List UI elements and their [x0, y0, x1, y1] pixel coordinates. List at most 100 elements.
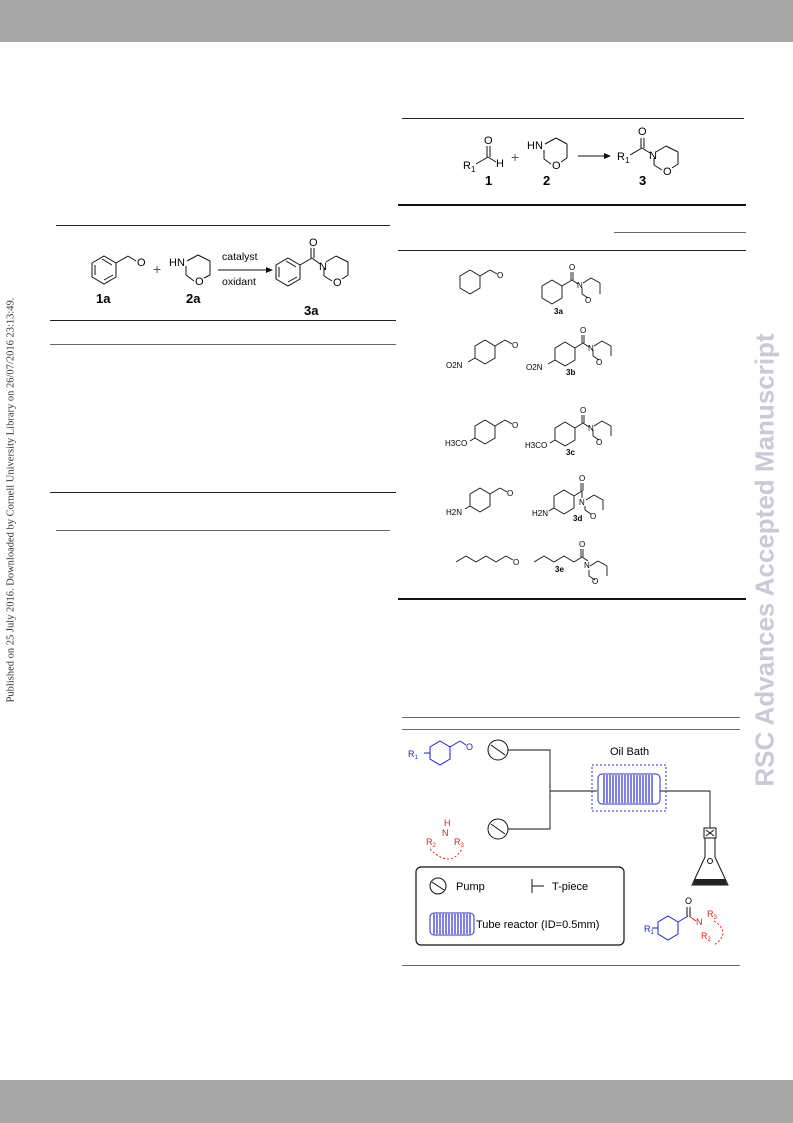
svg-text:N: N — [696, 917, 703, 927]
svg-text:O: O — [579, 540, 585, 549]
header-bar — [0, 0, 793, 42]
amino-group: H2N — [446, 508, 462, 517]
product-3d-label: 3d — [573, 514, 582, 523]
morpholine-structure — [185, 254, 211, 282]
morpholine-ring-oxygen: O — [333, 277, 342, 289]
morpholine-oxygen: O — [195, 276, 204, 288]
compound-1a-label: 1a — [96, 291, 111, 306]
flow-scheme: R1 O H N R2 R3 Oil Bath Pump T-piece T — [408, 739, 729, 946]
plus-sign: + — [511, 149, 519, 165]
legend-pump: Pump — [456, 881, 485, 893]
r2-label: R2 — [426, 837, 437, 849]
svg-text:O: O — [497, 271, 503, 280]
compound-3a-label: 3a — [304, 303, 319, 318]
collection-flask-icon — [691, 827, 729, 886]
svg-text:O: O — [512, 421, 518, 430]
svg-text:O2N: O2N — [526, 363, 543, 372]
flow-bottom-rule — [402, 965, 740, 966]
svg-text:N: N — [442, 828, 449, 838]
pump-icon — [487, 739, 509, 840]
r1-group: R1 — [463, 160, 476, 174]
svg-text:N: N — [588, 344, 594, 353]
substrate-table: O O N O 3a O O2N O2N O N O 3b O H3CO H3C… — [445, 263, 612, 586]
aldehyde-oxygen: O — [137, 257, 146, 269]
methoxy-group: H3CO — [445, 439, 467, 448]
svg-text:N: N — [579, 498, 585, 507]
compound-1-label: 1 — [485, 173, 492, 188]
aldehyde-hydrogen: H — [496, 158, 504, 170]
legend-tube-reactor: Tube reactor (ID=0.5mm) — [476, 919, 599, 931]
oil-bath-label: Oil Bath — [610, 746, 649, 758]
table2-bottom-rule — [398, 598, 746, 600]
svg-text:O: O — [590, 512, 596, 521]
flow-top-rule-2 — [402, 729, 740, 730]
benzaldehyde-structure — [91, 255, 137, 285]
accepted-manuscript-watermark: RSC Advances Accepted Manuscript — [749, 333, 780, 787]
table2-top-rule — [402, 118, 744, 119]
product-oxygen: O — [638, 126, 647, 138]
product-3e-label: 3e — [555, 565, 564, 574]
amide-3a-structure — [275, 248, 349, 287]
plus-sign: + — [153, 261, 161, 277]
morpholine-oxygen: O — [552, 160, 561, 172]
compound-2a-label: 2a — [186, 291, 201, 306]
svg-text:O: O — [685, 896, 692, 906]
watermark-sidebar: RSC Advances Accepted Manuscript — [740, 270, 790, 850]
svg-text:O: O — [585, 296, 591, 305]
oil-bath-box — [591, 764, 667, 812]
product-nitrogen: N — [649, 150, 657, 162]
table1-top-rule — [56, 225, 390, 226]
svg-text:O: O — [596, 438, 602, 447]
product-amide — [652, 915, 689, 941]
amide-nitrogen: N — [319, 261, 327, 273]
morpholine-nh: HN — [169, 257, 185, 269]
aldehyde-reagent — [424, 740, 467, 766]
oxidant-label: oxidant — [222, 276, 256, 288]
svg-text:O: O — [592, 577, 598, 586]
product-3b-label: 3b — [566, 368, 575, 377]
aldehyde-oxygen: O — [484, 135, 493, 147]
product-3a-label: 3a — [554, 307, 563, 316]
svg-text:H: H — [444, 818, 451, 828]
svg-text:N: N — [584, 561, 590, 570]
table2-column-rule — [398, 250, 746, 251]
footer-bar — [0, 1080, 793, 1123]
table1-body-rule — [50, 492, 396, 493]
publication-sidebar: Published on 25 July 2016. Downloaded by… — [0, 297, 22, 703]
svg-text:N: N — [588, 424, 594, 433]
r1-label: R1 — [408, 749, 419, 761]
amide-oxygen: O — [309, 237, 318, 249]
svg-text:O: O — [512, 341, 518, 350]
product-r1-group: R1 — [617, 151, 630, 165]
svg-text:O: O — [580, 326, 586, 335]
svg-text:O: O — [569, 263, 575, 272]
nitro-group: O2N — [446, 361, 463, 370]
compound-3-label: 3 — [639, 173, 646, 188]
table2-subheader-rule — [614, 232, 746, 233]
publication-notice: Published on 25 July 2016. Downloaded by… — [5, 297, 17, 703]
svg-text:H2N: H2N — [532, 509, 548, 518]
product-r1-label: R1 — [644, 924, 655, 936]
legend-tpiece: T-piece — [552, 881, 588, 893]
scheme1-reaction: O 1a + HN O 2a catalyst oxidant O N O 3a — [91, 237, 349, 318]
svg-text:O: O — [513, 558, 519, 567]
product-ring-oxygen: O — [663, 166, 672, 178]
table1-bottom-rule — [56, 530, 390, 531]
svg-text:H3CO: H3CO — [525, 441, 547, 450]
scheme2-reaction: R1 O H 1 + HN O 2 R1 O N O 3 — [463, 126, 679, 188]
compound-2-label: 2 — [543, 173, 550, 188]
table2-header-rule — [398, 204, 746, 206]
svg-text:O: O — [507, 489, 513, 498]
svg-text:O: O — [596, 358, 602, 367]
legend-box — [415, 866, 625, 946]
r3-label: R3 — [454, 837, 465, 849]
svg-text:O: O — [580, 406, 586, 415]
product-3c-label: 3c — [566, 448, 575, 457]
flow-top-rule — [402, 717, 740, 718]
catalyst-label: catalyst — [222, 251, 258, 263]
product-r2-label: R2 — [701, 931, 712, 943]
table1-header-rule-top — [50, 320, 396, 321]
morpholine-nh: HN — [527, 140, 543, 152]
product-r3-label: R3 — [707, 909, 718, 921]
svg-text:N: N — [577, 281, 583, 290]
